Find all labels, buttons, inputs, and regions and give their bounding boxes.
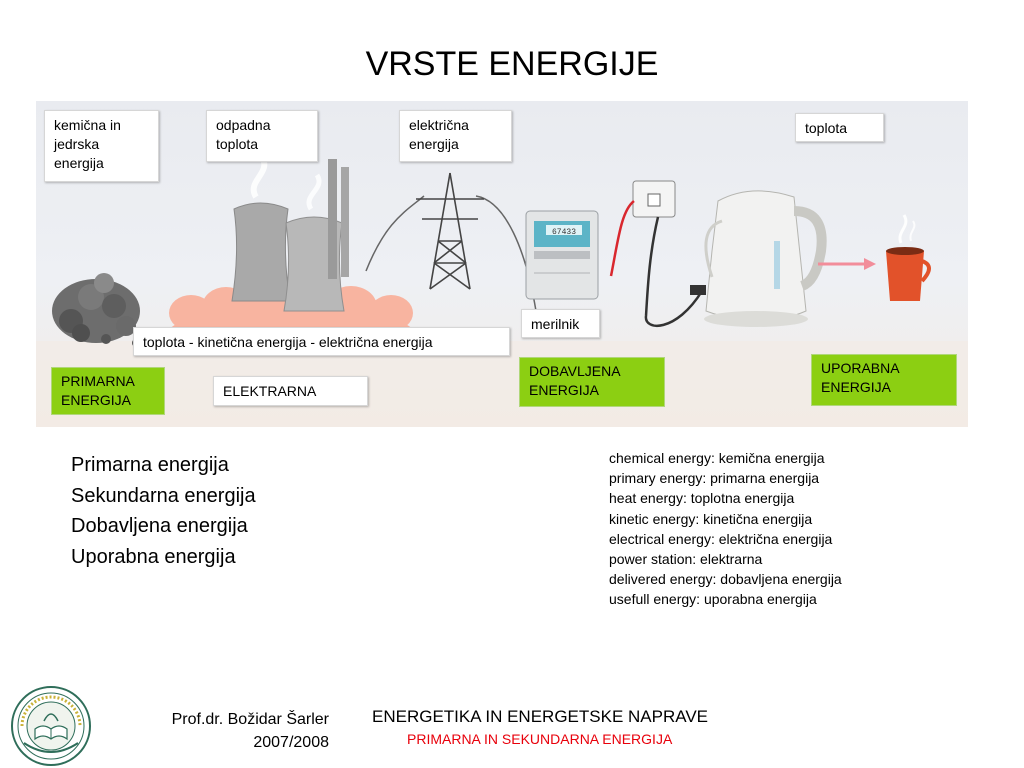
glossary-item: heat energy: toplotna energija (609, 490, 795, 507)
electricity-pylon-icon (416, 172, 484, 290)
kettle-plug-shape (690, 285, 706, 295)
glossary-item: power station: elektrarna (609, 551, 763, 568)
kettle-icon (704, 190, 827, 327)
glossary-item: usefull energy: uporabna energija (609, 591, 817, 608)
glossary-item: primary energy: primarna energija (609, 470, 820, 487)
meter-readout: 67433 (552, 228, 576, 237)
hot-drink-cup-icon (886, 214, 931, 301)
label-waste-heat: odpadna toplota (206, 110, 318, 162)
electricity-meter-icon: 67433 (525, 210, 599, 300)
footer-author: Prof.dr. Božidar Šarler (171, 711, 329, 728)
glossary-list: chemical energy: kemična energija primar… (609, 448, 842, 610)
energy-type-item: Sekundarna energija (71, 484, 256, 507)
label-conversion-chain: toplota - kinetična energija - električn… (133, 327, 510, 356)
label-chemical-nuclear-energy: kemična in jedrska energija (44, 110, 159, 182)
footer-year: 2007/2008 (253, 734, 329, 751)
wall-socket-icon (632, 180, 676, 218)
footer-author-block: Prof.dr. Božidar Šarler 2007/2008 (172, 708, 329, 754)
glossary-item: chemical energy: kemična energija (609, 450, 825, 466)
coal-pile-icon (52, 273, 140, 347)
footer-subtitle: PRIMARNA IN SEKUNDARNA ENERGIJA (407, 731, 673, 747)
glossary-item: delivered energy: dobavljena energija (609, 571, 842, 588)
slide-title: VRSTE ENERGIJE (365, 45, 659, 83)
energy-chain-illustration: 67433 kem (36, 101, 968, 427)
footer-course-title: ENERGETIKA IN ENERGETSKE NAPRAVE (372, 707, 708, 726)
energy-types-list: Primarna energija Sekundarna energija Do… (71, 450, 256, 572)
energy-type-item: Dobavljena energija (71, 515, 248, 537)
label-electric-energy: električna energija (399, 110, 512, 162)
energy-type-item: Primarna energija (71, 454, 229, 476)
energy-type-item: Uporabna energija (71, 545, 236, 568)
label-power-station: ELEKTRARNA (213, 376, 368, 406)
cooling-towers-icon (231, 125, 349, 312)
stage-primary-energy: PRIMARNA ENERGIJA (51, 367, 165, 415)
stage-useful-energy: UPORABNA ENERGIJA (811, 354, 957, 406)
label-heat: toplota (795, 113, 884, 142)
label-meter: merilnik (521, 309, 600, 338)
glossary-item: electrical energy: električna energija (609, 530, 833, 547)
glossary-item: kinetic energy: kinetična energija (609, 510, 813, 527)
university-seal-logo (11, 686, 91, 766)
stage-delivered-energy: DOBAVLJENA ENERGIJA (519, 357, 665, 407)
